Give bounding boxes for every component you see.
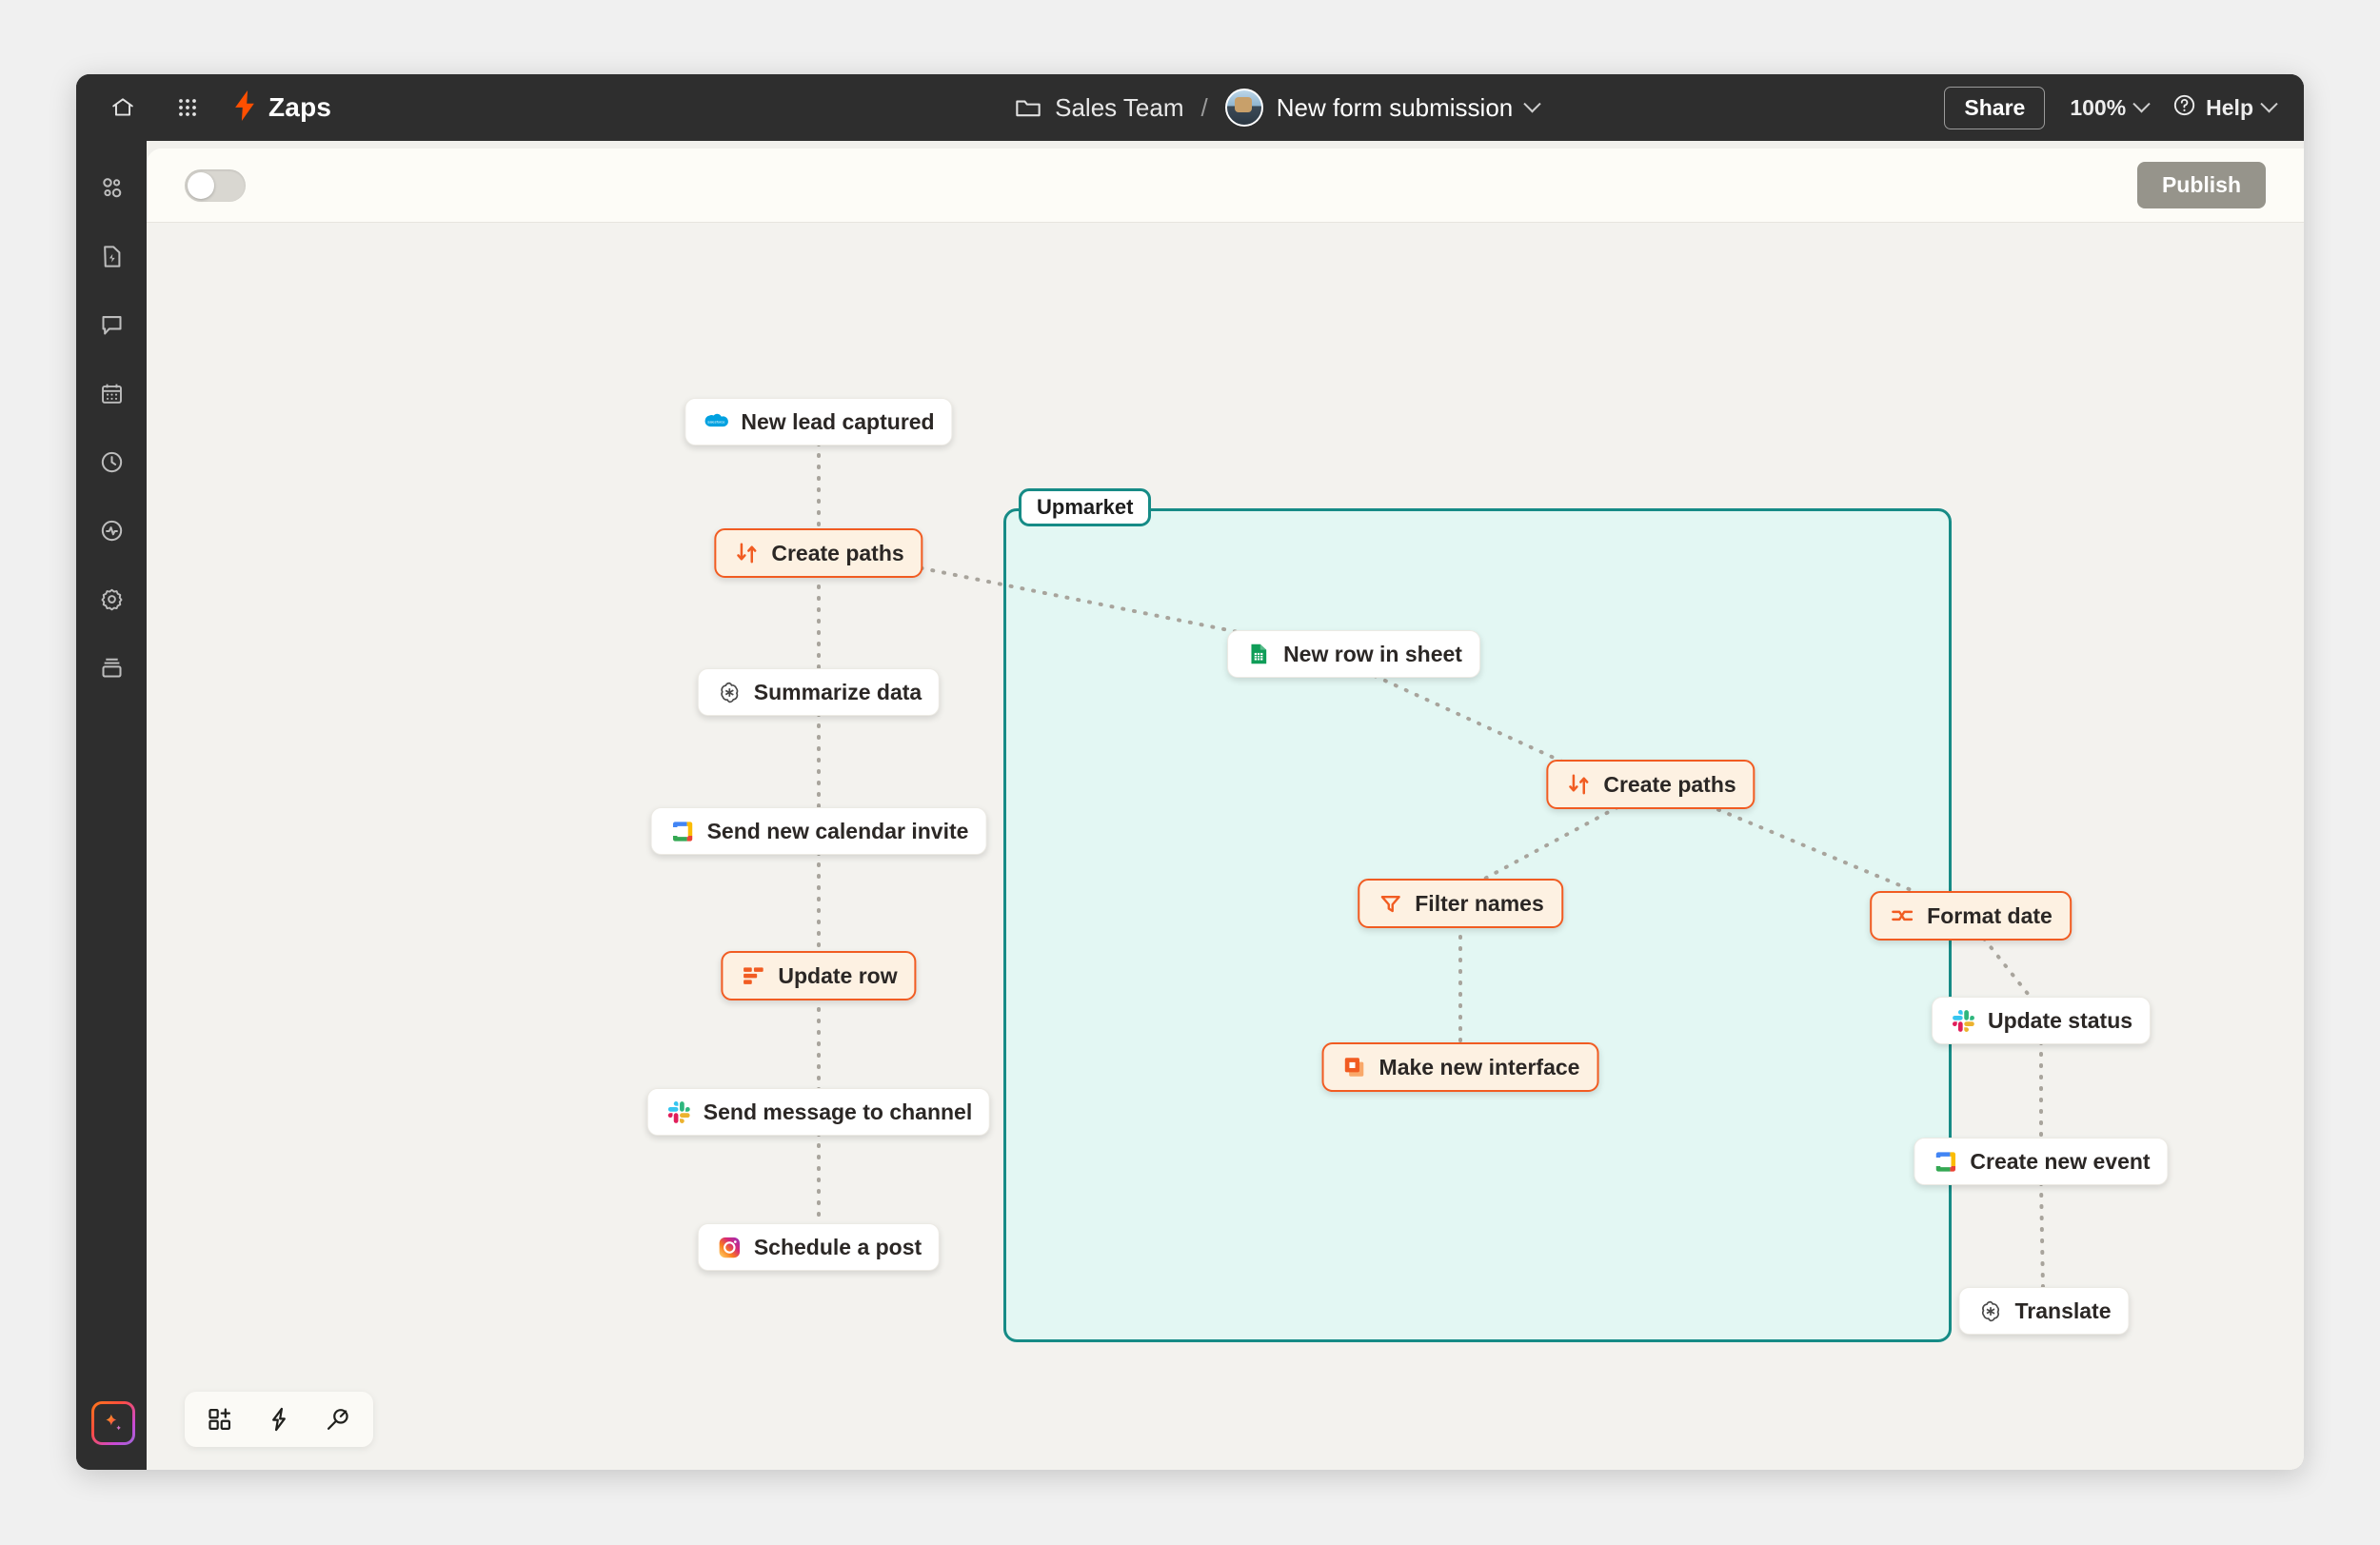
sidebar-item-tables[interactable]	[91, 647, 131, 687]
ai-assistant-button[interactable]	[91, 1401, 135, 1445]
avatar	[1224, 89, 1263, 127]
flow-node-update-status[interactable]: Update status	[1931, 997, 2152, 1044]
canvas-shell: Publish Upmarket	[147, 149, 2304, 1470]
zapier-bolt-icon	[232, 89, 257, 126]
flow-node-label: Update status	[1987, 1007, 2133, 1033]
toggle-knob	[188, 171, 214, 199]
sidebar-item-calendar[interactable]	[91, 373, 131, 413]
flow-node-label: Format date	[1927, 902, 2053, 928]
add-block-icon[interactable]	[204, 1403, 236, 1436]
zapier-app-window: Zaps Sales Team / New form submission Sh…	[76, 74, 2304, 1470]
tables-row-icon	[740, 962, 766, 989]
zoom-level-control[interactable]: 100%	[2070, 94, 2151, 121]
flow-node-create-paths-1[interactable]: Create paths	[714, 528, 923, 578]
instagram-icon	[716, 1234, 743, 1260]
lightning-icon[interactable]	[263, 1403, 295, 1436]
chevron-down-icon	[2132, 94, 2151, 112]
flow-node-label: Create new event	[1970, 1148, 2151, 1174]
flow-node-filter-names[interactable]: Filter names	[1358, 879, 1563, 928]
flow-node-new-row-in-sheet[interactable]: New row in sheet	[1227, 630, 1480, 678]
breadcrumb: Sales Team / New form submission	[609, 89, 1944, 127]
sidebar-item-activity[interactable]	[91, 510, 131, 550]
flow-node-label: Send new calendar invite	[706, 818, 969, 843]
home-icon[interactable]	[103, 88, 143, 128]
workflow-canvas[interactable]: Upmarket	[147, 223, 2304, 1470]
svg-text:salesforce: salesforce	[707, 419, 725, 424]
breadcrumb-folder-label[interactable]: Sales Team	[1055, 92, 1184, 122]
flow-node-label: Update row	[778, 962, 898, 988]
app-grid-icon[interactable]	[168, 88, 208, 128]
paths-icon	[733, 540, 760, 566]
interfaces-icon	[1341, 1054, 1368, 1080]
publish-button[interactable]: Publish	[2136, 162, 2266, 208]
paths-icon	[1565, 771, 1592, 798]
openai-icon	[1977, 1297, 2004, 1324]
flow-node-label: New lead captured	[741, 408, 935, 434]
path-group-label[interactable]: Upmarket	[1019, 488, 1152, 526]
flow-node-schedule-a-post[interactable]: Schedule a post	[697, 1223, 941, 1271]
flow-node-label: Summarize data	[753, 679, 922, 704]
sidebar-item-zaps[interactable]	[91, 236, 131, 276]
wrench-magnifier-icon[interactable]	[322, 1403, 354, 1436]
zaps-brand[interactable]: Zaps	[232, 89, 332, 126]
slack-icon	[1950, 1007, 1976, 1034]
google-calendar-icon	[1932, 1148, 1958, 1175]
page-title[interactable]: New form submission	[1276, 92, 1514, 122]
flow-node-label: Create paths	[771, 540, 904, 565]
question-circle-icon	[2172, 93, 2196, 123]
flow-node-create-paths-2[interactable]: Create paths	[1546, 760, 1755, 809]
flow-node-translate[interactable]: Translate	[1958, 1287, 2130, 1335]
top-bar: Zaps Sales Team / New form submission Sh…	[76, 74, 2304, 141]
help-menu[interactable]: Help	[2172, 93, 2278, 123]
help-label: Help	[2206, 94, 2253, 120]
flow-node-send-new-calendar-invite[interactable]: Send new calendar invite	[650, 807, 987, 855]
left-sidebar	[76, 141, 147, 1470]
salesforce-icon: salesforce	[703, 408, 729, 435]
brand-label: Zaps	[268, 92, 332, 122]
flow-node-label: Make new interface	[1378, 1054, 1580, 1080]
chevron-down-icon	[2260, 94, 2278, 112]
formatter-icon	[1889, 902, 1915, 929]
flow-node-send-message-to-channel[interactable]: Send message to channel	[646, 1088, 991, 1136]
filter-icon	[1377, 890, 1403, 917]
flow-node-label: Filter names	[1415, 890, 1544, 916]
flow-node-label: Send message to channel	[703, 1099, 973, 1124]
ai-sparkle-icon	[94, 1404, 132, 1442]
slack-icon	[665, 1099, 692, 1125]
flow-node-label: Translate	[2014, 1297, 2112, 1323]
flow-node-label: Create paths	[1603, 771, 1736, 797]
flow-node-format-date[interactable]: Format date	[1870, 891, 2072, 941]
sidebar-item-settings[interactable]	[91, 579, 131, 619]
sidebar-item-chat[interactable]	[91, 305, 131, 345]
openai-icon	[716, 679, 743, 705]
zoom-level-label: 100%	[2070, 94, 2127, 120]
flow-node-label: New row in sheet	[1283, 641, 1462, 666]
canvas-tools	[185, 1392, 373, 1447]
google-calendar-icon	[669, 818, 696, 844]
flow-node-update-row[interactable]: Update row	[721, 951, 917, 1000]
share-button[interactable]: Share	[1944, 86, 2046, 129]
sidebar-item-history[interactable]	[91, 442, 131, 482]
header-actions: Share 100% Help	[1944, 86, 2304, 129]
canvas-toolbar: Publish	[147, 149, 2304, 223]
flow-node-label: Schedule a post	[753, 1234, 922, 1259]
flow-node-make-new-interface[interactable]: Make new interface	[1321, 1042, 1599, 1092]
sidebar-item-dashboard[interactable]	[91, 168, 131, 208]
folder-icon	[1015, 96, 1041, 119]
flow-node-new-lead-captured[interactable]: salesforce New lead captured	[684, 398, 953, 446]
google-sheets-icon	[1245, 641, 1272, 667]
chevron-down-icon[interactable]	[1523, 94, 1541, 112]
flow-node-summarize-data[interactable]: Summarize data	[697, 668, 941, 716]
zap-enabled-toggle[interactable]	[185, 168, 246, 202]
breadcrumb-separator: /	[1200, 92, 1208, 122]
flow-node-create-new-event[interactable]: Create new event	[1914, 1138, 2169, 1185]
